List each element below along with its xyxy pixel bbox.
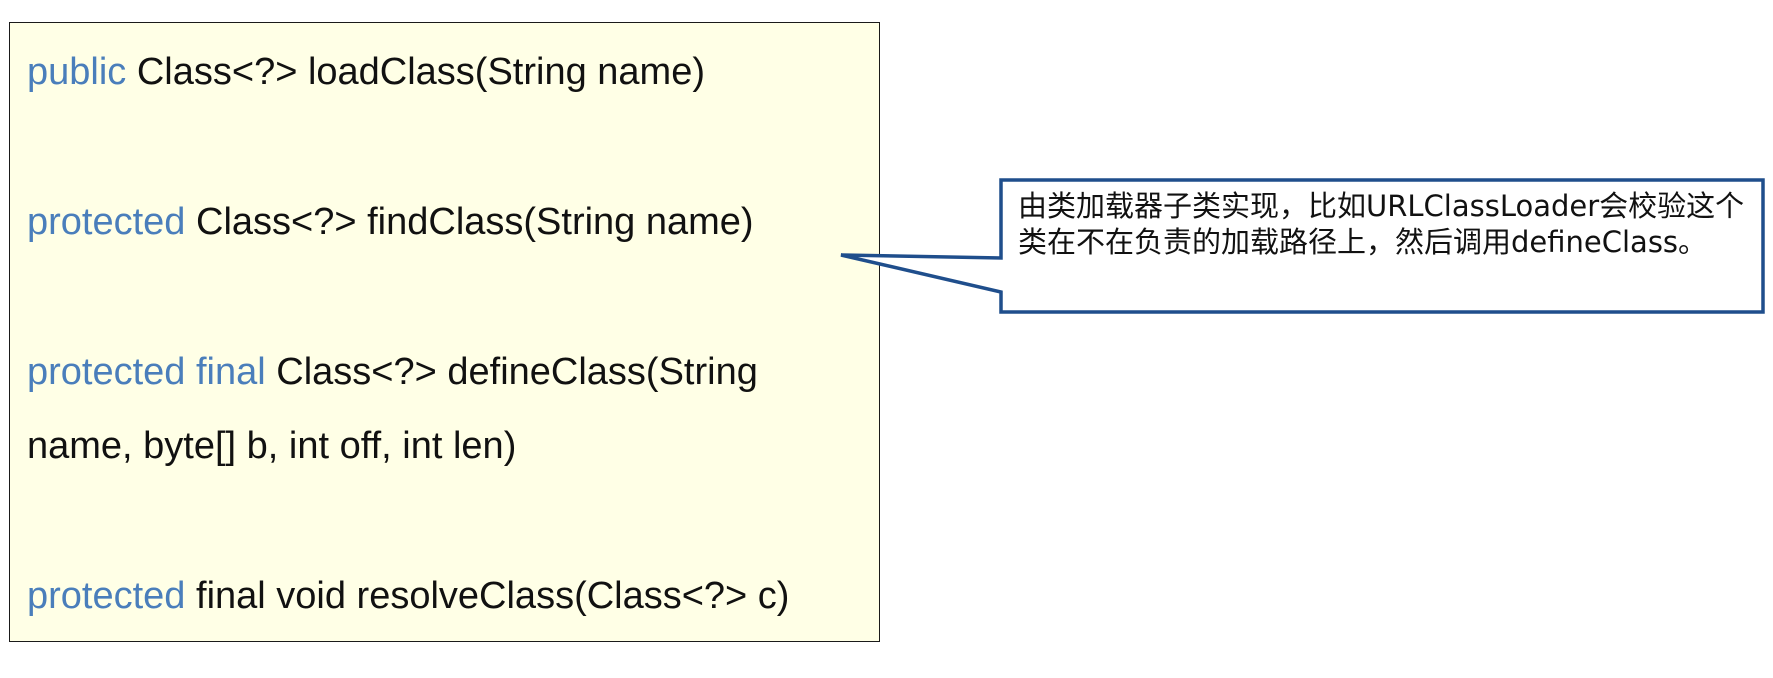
keyword: protected final: [27, 351, 266, 393]
code-box: public Class<?> loadClass(String name) p…: [9, 22, 880, 642]
signature: Class<?> findClass(String name): [185, 201, 754, 243]
code-line-loadclass: public Class<?> loadClass(String name): [27, 49, 705, 95]
keyword: public: [27, 51, 127, 93]
signature: Class<?> defineClass(String: [265, 351, 758, 393]
code-line-findclass: protected Class<?> findClass(String name…: [27, 199, 754, 245]
keyword: protected: [27, 575, 186, 617]
code-line-defineclass: protected final Class<?> defineClass(Str…: [27, 349, 758, 395]
keyword: protected: [27, 201, 186, 243]
code-line-defineclass-continued: name, byte[] b, int off, int len): [27, 423, 516, 469]
callout-text: 由类加载器子类实现，比如URLClassLoader会校验这个类在不在负责的加载…: [1018, 189, 1745, 259]
code-line-resolveclass: protected final void resolveClass(Class<…: [27, 573, 789, 619]
signature: name, byte[] b, int off, int len): [27, 425, 517, 467]
signature: final void resolveClass(Class<?> c): [185, 575, 790, 617]
signature: Class<?> loadClass(String name): [126, 51, 705, 93]
